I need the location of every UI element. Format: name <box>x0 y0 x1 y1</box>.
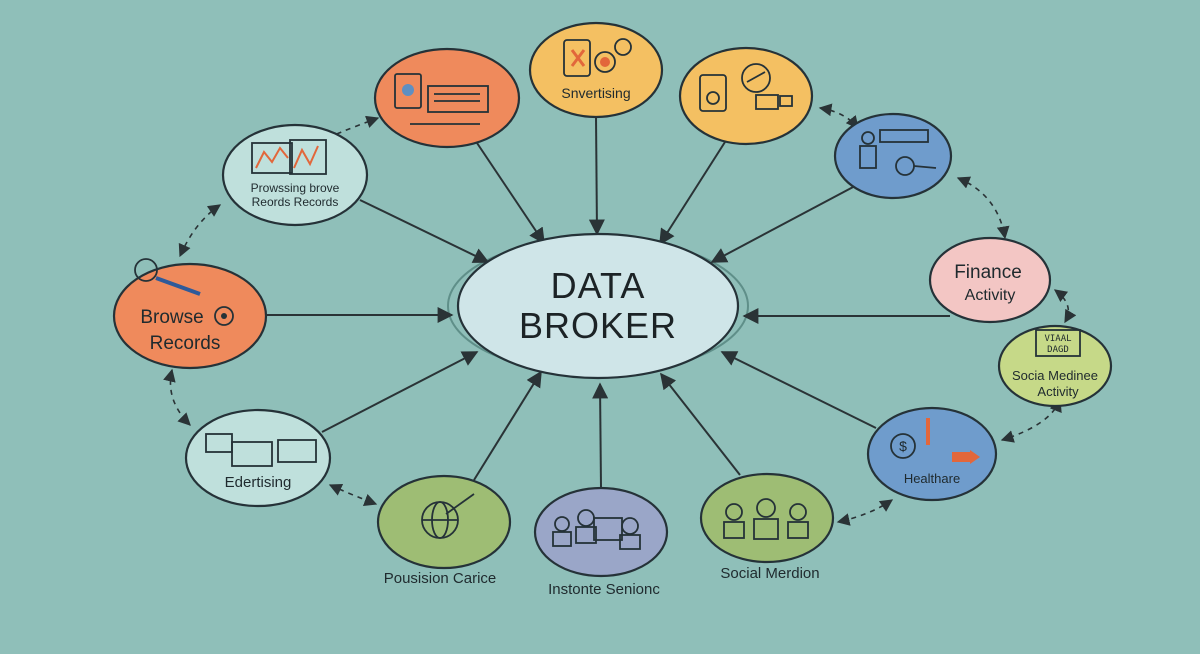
dashed-healthare-merdion <box>836 499 894 526</box>
dashed-connectors <box>163 103 1077 526</box>
arrow-snvertising <box>588 115 605 236</box>
connector-arrows <box>266 115 950 489</box>
node-person-key <box>833 112 953 200</box>
svg-text:$: $ <box>899 438 907 454</box>
dashed-browsing-browse <box>178 204 222 258</box>
phone-target-icon <box>563 38 632 77</box>
arrow-pousision <box>473 370 542 481</box>
devices-icon <box>699 63 793 112</box>
node-browse-records: Browse Records <box>112 258 268 370</box>
chat-windows-icon <box>205 433 317 467</box>
node-browsing: Prowssing brove Reords Records <box>221 123 369 227</box>
dashed-personkey-finance <box>956 176 1010 240</box>
browse-records-label-line2: Records <box>150 333 221 354</box>
globe-target-icon <box>421 493 475 539</box>
browse-records-label-line1: Browse <box>140 307 203 328</box>
finance-label-line2: Activity <box>965 287 1016 304</box>
node-finance: Finance Activity <box>928 236 1052 324</box>
social-media-label-line2: Activity <box>1037 384 1079 399</box>
node-healthare: $ Healthare <box>866 406 998 502</box>
center-node: DATA BROKER <box>456 232 740 380</box>
center-title-line1: DATA <box>551 265 646 306</box>
node-edertising: Edertising <box>184 408 332 508</box>
snvertising-label: Snvertising <box>561 85 630 101</box>
dashed-browse-edertising <box>163 368 191 426</box>
finance-label-line1: Finance <box>954 262 1022 283</box>
node-instonte <box>533 486 669 578</box>
dashed-social-healthare <box>1000 398 1062 443</box>
dashboard-icon <box>394 73 489 125</box>
dashed-browsing-dashboard <box>316 115 380 144</box>
arrow-dashboard <box>474 139 545 245</box>
node-devices <box>678 46 814 146</box>
node-dashboard <box>373 47 521 149</box>
healthare-label: Healthare <box>904 471 960 486</box>
social-media-label-line1: Socia Medinee <box>1012 368 1098 383</box>
arrow-browsing <box>359 199 490 263</box>
social-media-badge-line1: VIAAL <box>1044 334 1071 344</box>
social-media-badge <box>1035 329 1081 357</box>
person-key-icon <box>859 129 937 176</box>
dashed-edertising-pousision <box>328 483 378 506</box>
dollar-arrows-icon: $ <box>890 418 980 464</box>
node-snvertising: Snvertising <box>528 21 664 119</box>
browsing-label-line1: Prowssing brove <box>251 181 340 195</box>
group-icon <box>723 498 809 540</box>
node-social-merdion <box>699 472 835 564</box>
center-title-line2: BROKER <box>519 305 677 346</box>
dashed-finance-social <box>1053 289 1077 324</box>
arrow-instonte <box>592 382 609 489</box>
browsing-label-line2: Reords Records <box>252 195 339 209</box>
arrow-person-key <box>710 185 856 263</box>
node-pousision <box>376 474 512 570</box>
edertising-label: Edertising <box>225 474 292 491</box>
social-merdion-label: Social Merdion <box>720 565 819 582</box>
magnifier-gear-icon <box>134 258 234 326</box>
people-icon <box>552 509 641 550</box>
arrow-healthare <box>720 351 877 429</box>
arrow-devices <box>659 141 726 246</box>
social-media-badge-line2: DAGD <box>1047 345 1069 355</box>
instonte-label: Instonte Senionc <box>548 581 660 598</box>
arrow-edertising <box>321 351 479 433</box>
pousision-label: Pousision Carice <box>384 570 497 587</box>
arrow-social-merdion <box>660 372 741 476</box>
chart-windows-icon <box>251 139 327 175</box>
node-social-media: VIAAL DAGD Socia Medinee Activity <box>997 324 1113 408</box>
